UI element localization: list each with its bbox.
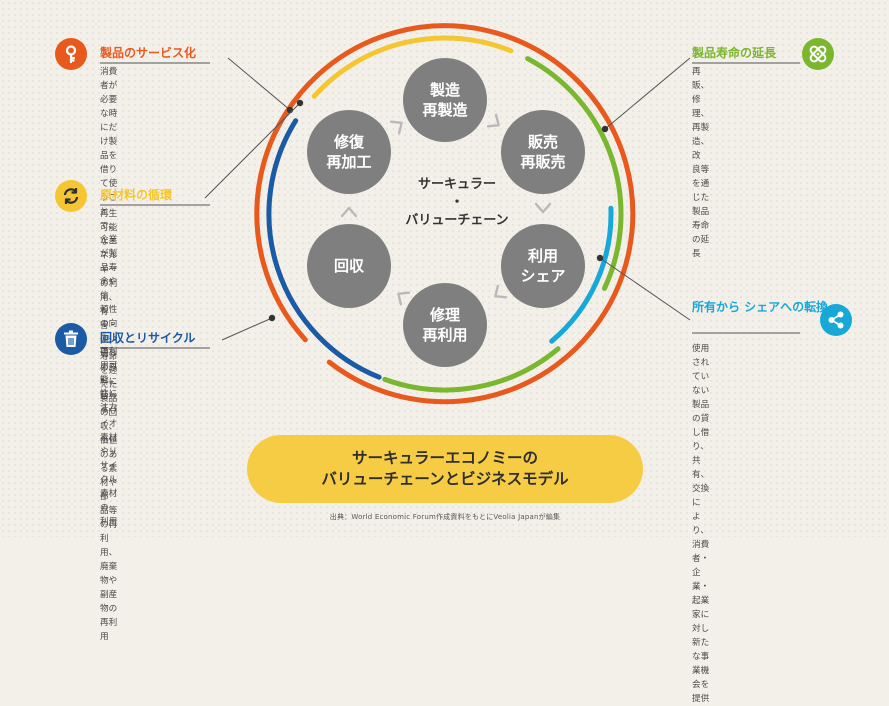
leader-dot-sharing-platform [596, 254, 604, 262]
arrow-share-to-repair [494, 284, 508, 299]
cycle-arrows [340, 113, 552, 306]
center-label: サーキュラー ・ バリューチェーン [405, 177, 509, 228]
side-item-title: 回収とリサイクル [100, 331, 196, 345]
ring-yellow [311, 35, 514, 99]
arrow-manufacture-to-resale [486, 113, 500, 128]
leader-line-product-life-extension [604, 57, 691, 130]
trash-icon [55, 323, 87, 355]
node-circle-repair-reprocess [307, 110, 391, 194]
ring-green-bottom [382, 346, 561, 393]
arrow-repair-to-manufacture [389, 120, 403, 135]
side-item-title: 原材料の循環 [100, 188, 173, 202]
node-circle-manufacture [403, 58, 487, 142]
title-banner: サーキュラーエコノミーの バリューチェーンとビジネスモデル [247, 435, 643, 503]
node-label-share: 利用 シェア [520, 247, 566, 285]
cycle-icon [55, 180, 87, 212]
node-label-repair-reprocess: 修復 再加工 [326, 133, 372, 171]
arrow-resale-to-share [534, 202, 552, 214]
arrow-collect-to-reprocess [340, 206, 358, 218]
share-icon [820, 304, 852, 336]
outer-rings [254, 23, 636, 405]
node-circle-share [501, 224, 585, 308]
key-icon [55, 38, 87, 70]
side-item-title: 所有から シェアへの転換 [692, 300, 829, 314]
cycle-nodes [307, 58, 585, 367]
node-label-collect: 回収 [333, 257, 364, 275]
bandage-icon [802, 38, 834, 70]
node-circle-resale [501, 110, 585, 194]
leader-dot-product-life-extension [601, 125, 609, 133]
side-item-title: 製品寿命の延長 [692, 46, 777, 60]
source-credit: 出典：World Economic Forum作成資料をもとにVeolia Ja… [329, 513, 561, 521]
leader-lines [100, 57, 800, 349]
node-circle-repair-reuse [403, 283, 487, 367]
node-circle-collect [307, 224, 391, 308]
ring-green [525, 56, 624, 291]
side-item-title: 製品のサービス化 [100, 46, 197, 60]
leader-line-circular-supply [204, 102, 301, 199]
arrow-repair-to-collect [397, 291, 411, 306]
node-label-manufacture: 製造 再製造 [422, 81, 468, 119]
side-item-description: 寿命を迎えた製品の回 収、価値のある素材や部 品等の再利用、廃棄物や 副産物の再… [100, 352, 118, 642]
leader-line-product-as-service [227, 57, 291, 111]
side-item-description: 再販、修理、再製造、改 良等を通じた製品寿命 の延長 [692, 67, 710, 259]
side-item-description: 再生可能なエネルギー の利用、有害・使い切り の原料に替わるバイオ 素材やリサイ… [100, 209, 118, 527]
leader-dot-circular-supply [296, 99, 304, 107]
leader-line-recovery-recycling [221, 317, 273, 341]
ring-cyan [549, 205, 614, 344]
leader-dot-product-as-service [286, 106, 294, 114]
side-item-description: 消費者が必要な時にだ け製品を借りて使うこと で、企業が製品寿命や信 頼性の向上… [100, 67, 118, 413]
leader-dot-recovery-recycling [268, 314, 276, 322]
ring-orange [254, 23, 636, 405]
ring-blue [266, 118, 382, 380]
node-label-repair-reuse: 修理 再利用 [422, 306, 468, 344]
node-label-resale: 販売 再販売 [520, 133, 566, 171]
side-item-description: 使用されていない製品 の貸し借り、共有、交換 により、消費者・企業・ 起業家に対… [692, 344, 710, 704]
circular-value-chain-diagram [100, 23, 800, 405]
leader-line-sharing-platform [599, 257, 691, 321]
